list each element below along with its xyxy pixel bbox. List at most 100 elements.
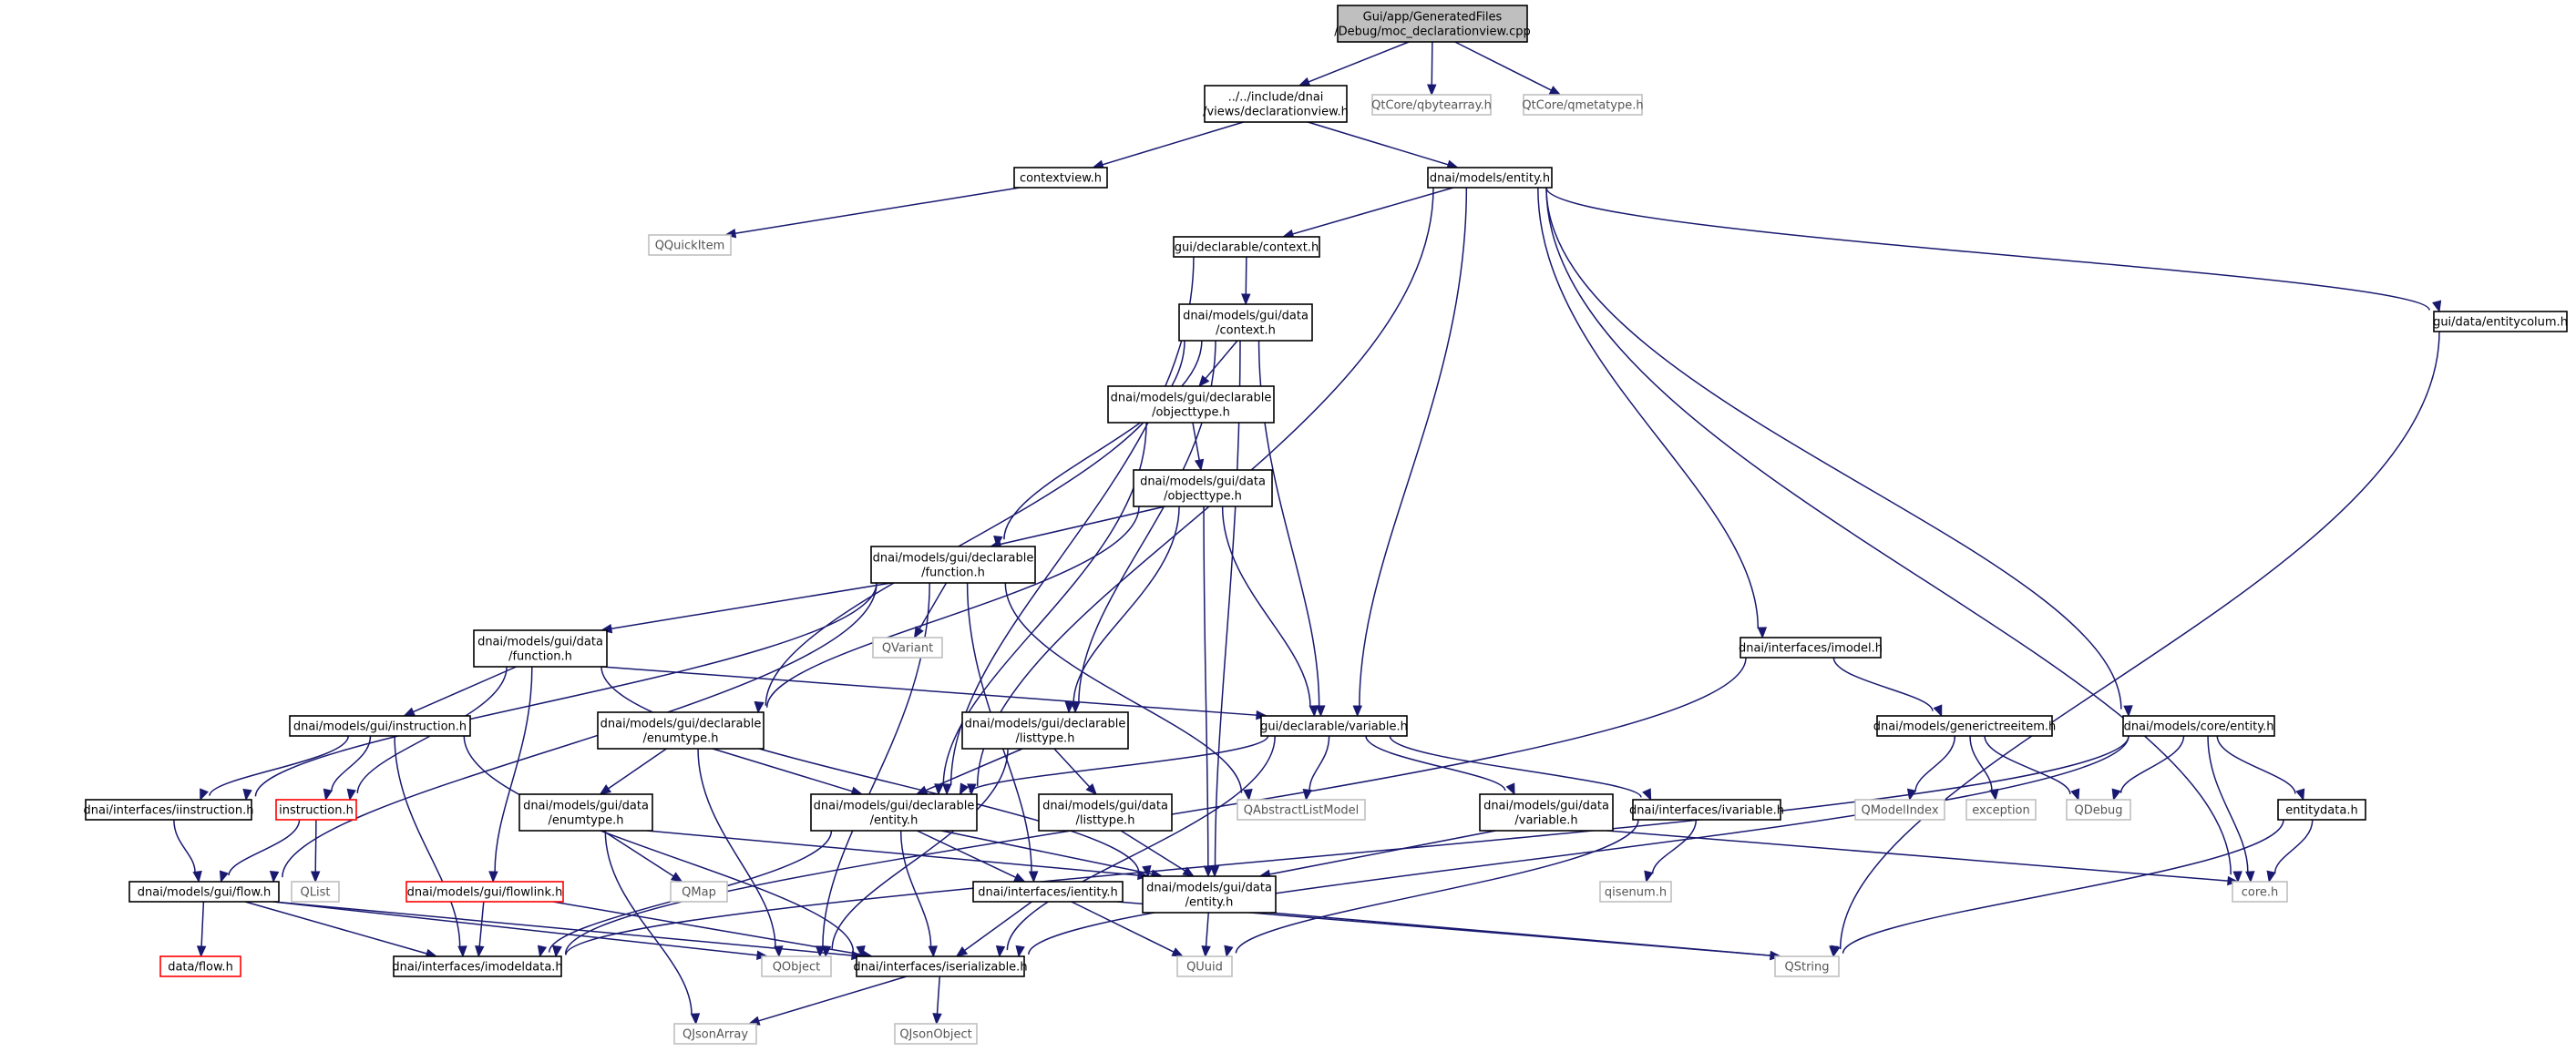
node-declarationview[interactable]: ../../include/dnai/views/declarationview…	[1203, 85, 1349, 123]
edge-line	[1269, 830, 1496, 875]
edge-line	[1308, 121, 1449, 166]
edge-line	[969, 735, 1269, 793]
node-iserializable[interactable]: dnai/interfaces/iserializable.h	[853, 955, 1028, 977]
edge-line	[1028, 735, 2130, 955]
node-box	[85, 799, 252, 821]
arrow-head	[967, 783, 977, 796]
arrow-head	[1933, 704, 1943, 718]
node-entitycolum[interactable]: gui/data/entitycolum.h	[2433, 311, 2568, 332]
edge-flowh-to-imodeldata	[244, 901, 438, 958]
edge-line	[228, 819, 301, 876]
edge-line	[712, 748, 853, 792]
node-declfunction[interactable]: dnai/models/gui/declarable/function.h	[870, 546, 1036, 584]
node-declenumtype[interactable]: dnai/models/gui/declarable/enumtype.h	[597, 711, 765, 750]
node-datafunction[interactable]: dnai/models/gui/data/function.h	[473, 629, 608, 668]
node-entity[interactable]: dnai/models/entity.h	[1427, 167, 1553, 189]
node-box	[1854, 799, 1945, 821]
node-label: /entity.h	[1185, 896, 1234, 910]
node-qjsonarray[interactable]: QJsonArray	[673, 1023, 757, 1045]
node-declentity[interactable]: dnai/models/gui/declarable/entity.h	[810, 793, 978, 832]
node-dataentity[interactable]: dnai/models/gui/data/entity.h	[1142, 875, 1277, 914]
node-datacontext[interactable]: dnai/models/gui/data/context.h	[1178, 303, 1313, 342]
edge-flowh-to-dataflow	[196, 901, 207, 958]
node-decllisttype[interactable]: dnai/models/gui/declarable/listtype.h	[961, 711, 1129, 750]
node-coreentity[interactable]: dnai/models/core/entity.h	[2122, 715, 2275, 737]
edge-guiinstruction-to-instructionh	[323, 735, 372, 802]
edge-declfunction-to-datafunction	[600, 582, 892, 634]
node-datavariable[interactable]: dnai/models/gui/data/variable.h	[1479, 793, 1614, 832]
node-box	[1038, 793, 1173, 832]
node-qlist[interactable]: QList	[291, 881, 340, 903]
node-qmodelindex[interactable]: QModelIndex	[1854, 799, 1945, 821]
node-flowlink[interactable]: dnai/models/gui/flowlink.h	[405, 881, 564, 903]
node-qdebug[interactable]: QDebug	[2066, 799, 2131, 821]
node-qstring[interactable]: QString	[1774, 955, 1840, 977]
node-exception[interactable]: exception	[1965, 799, 2037, 821]
edge-line	[602, 830, 674, 877]
node-quuid[interactable]: QUuid	[1176, 955, 1233, 977]
node-instructionh[interactable]: instruction.h	[275, 799, 357, 821]
arrow-head	[200, 788, 209, 802]
node-qmetatype[interactable]: QtCore/qmetatype.h	[1522, 94, 1644, 116]
node-entitydata[interactable]: entitydata.h	[2277, 799, 2366, 821]
edge-dataentity-to-qstring	[1269, 912, 1782, 961]
edge-datalisttype-to-dataentity	[1120, 830, 1196, 877]
node-coreh[interactable]: core.h	[2232, 881, 2288, 903]
node-qabstractlistmodel[interactable]: QAbstractListModel	[1237, 799, 1366, 821]
edge-entitydata-to-coreh	[2266, 819, 2314, 883]
node-declvariable[interactable]: gui/declarable/variable.h	[1260, 715, 1408, 737]
node-imodeldata[interactable]: dnai/interfaces/imodeldata.h	[392, 955, 563, 977]
arrow-head	[1298, 77, 1311, 87]
node-box	[1260, 715, 1408, 737]
edge-datavariable-to-dataentity	[1258, 830, 1496, 879]
node-declobjecttype[interactable]: dnai/models/gui/declarable/objecttype.h	[1107, 385, 1275, 424]
node-dataenumtype[interactable]: dnai/models/gui/data/enumtype.h	[518, 793, 653, 832]
node-declcontext[interactable]: gui/declarable/context.h	[1173, 236, 1320, 258]
node-qvariant[interactable]: QVariant	[872, 637, 943, 659]
node-imodel[interactable]: dnai/interfaces/imodel.h	[1739, 637, 1883, 659]
node-qmap[interactable]: QMap	[670, 881, 728, 903]
edge-line	[976, 187, 1434, 787]
edge-line	[1914, 735, 1956, 792]
node-root[interactable]: Gui/app/GeneratedFiles/Debug/moc_declara…	[1334, 5, 1531, 43]
node-box	[518, 793, 653, 832]
node-guiinstruction[interactable]: dnai/models/gui/instruction.h	[289, 715, 471, 737]
edge-line	[1545, 187, 2122, 710]
edge-dataobjecttype-to-declvariable	[1221, 506, 1319, 718]
edge-line	[1221, 506, 1311, 707]
edge-declvariable-to-ivariable	[1389, 735, 1652, 802]
edge-entity-to-declcontext	[1281, 187, 1454, 239]
node-datalisttype[interactable]: dnai/models/gui/data/listtype.h	[1038, 793, 1173, 832]
node-generictreeitem[interactable]: dnai/models/generictreeitem.h	[1873, 715, 2057, 737]
node-qbytearray[interactable]: QtCore/qbytearray.h	[1371, 94, 1492, 116]
node-box	[1599, 881, 1672, 903]
arrow-head	[323, 788, 333, 802]
node-iinstruction[interactable]: dnai/interfaces/iinstruction.h	[84, 799, 254, 821]
edge-line	[1000, 506, 1166, 546]
node-box	[1427, 167, 1553, 189]
node-label: dnai/interfaces/iinstruction.h	[84, 804, 254, 818]
node-flowh[interactable]: dnai/models/gui/flow.h	[128, 881, 280, 903]
edge-line	[940, 830, 1153, 875]
node-qjsonobject[interactable]: QJsonObject	[894, 1023, 978, 1045]
node-dataflow[interactable]: data/flow.h	[159, 955, 241, 977]
node-dataobjecttype[interactable]: dnai/models/gui/data/objecttype.h	[1133, 469, 1273, 507]
node-qisenum[interactable]: qisenum.h	[1599, 881, 1672, 903]
node-label: dnai/models/gui/data	[1042, 800, 1168, 813]
arrow-head	[913, 626, 924, 639]
edge-line	[758, 975, 908, 1022]
arrow-head	[959, 782, 970, 796]
node-ientity[interactable]: dnai/interfaces/ientity.h	[972, 881, 1124, 903]
edge-datafunction-to-dataentity	[600, 666, 1152, 878]
node-qquickitem[interactable]: QQuickItem	[648, 234, 732, 256]
edge-declobjecttype-to-dataobjecttype	[1192, 422, 1205, 472]
node-contextview[interactable]: contextview.h	[1013, 167, 1108, 189]
arrow-head	[1013, 873, 1026, 883]
node-qobject[interactable]: QObject	[761, 955, 832, 977]
node-box	[1632, 799, 1781, 821]
arrow-head	[1203, 865, 1214, 878]
edge-entity-to-coreh	[1545, 187, 2242, 883]
edge-line	[1269, 912, 1771, 956]
node-ivariable[interactable]: dnai/interfaces/ivariable.h	[1629, 799, 1784, 821]
edge-line	[604, 830, 693, 1016]
